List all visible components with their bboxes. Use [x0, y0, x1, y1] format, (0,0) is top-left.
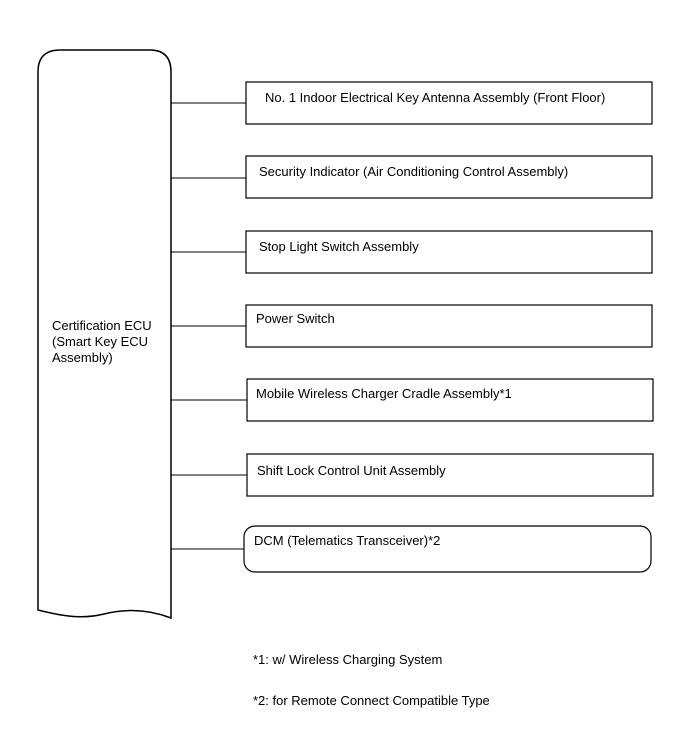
footnote-2: *2: for Remote Connect Compatible Type	[253, 693, 490, 708]
ecu-label-line: Assembly)	[52, 350, 113, 365]
ecu-label-line: (Smart Key ECU	[52, 334, 149, 349]
component-box	[245, 155, 653, 199]
component-box	[245, 304, 653, 348]
component-label-power-switch: Power Switch	[256, 311, 335, 326]
component-box	[246, 453, 654, 497]
ecu-label: Certification ECU (Smart Key ECU Assembl…	[52, 318, 152, 366]
component-box	[245, 230, 653, 274]
component-label-shift-lock: Shift Lock Control Unit Assembly	[257, 463, 446, 478]
component-label-security-indicator: Security Indicator (Air Conditioning Con…	[259, 164, 569, 179]
component-label-wireless-charger: Mobile Wireless Charger Cradle Assembly*…	[256, 386, 512, 401]
component-label-key-antenna: No. 1 Indoor Electrical Key Antenna Asse…	[265, 90, 606, 105]
ecu-block	[37, 49, 172, 620]
component-box	[245, 81, 653, 125]
footnote-1: *1: w/ Wireless Charging System	[253, 652, 443, 667]
ecu-label-line: Certification ECU	[52, 318, 152, 333]
component-label-dcm: DCM (Telematics Transceiver)*2	[254, 533, 441, 548]
component-box-rounded	[243, 525, 652, 573]
component-box	[246, 378, 654, 422]
component-label-stop-light-switch: Stop Light Switch Assembly	[259, 239, 419, 254]
